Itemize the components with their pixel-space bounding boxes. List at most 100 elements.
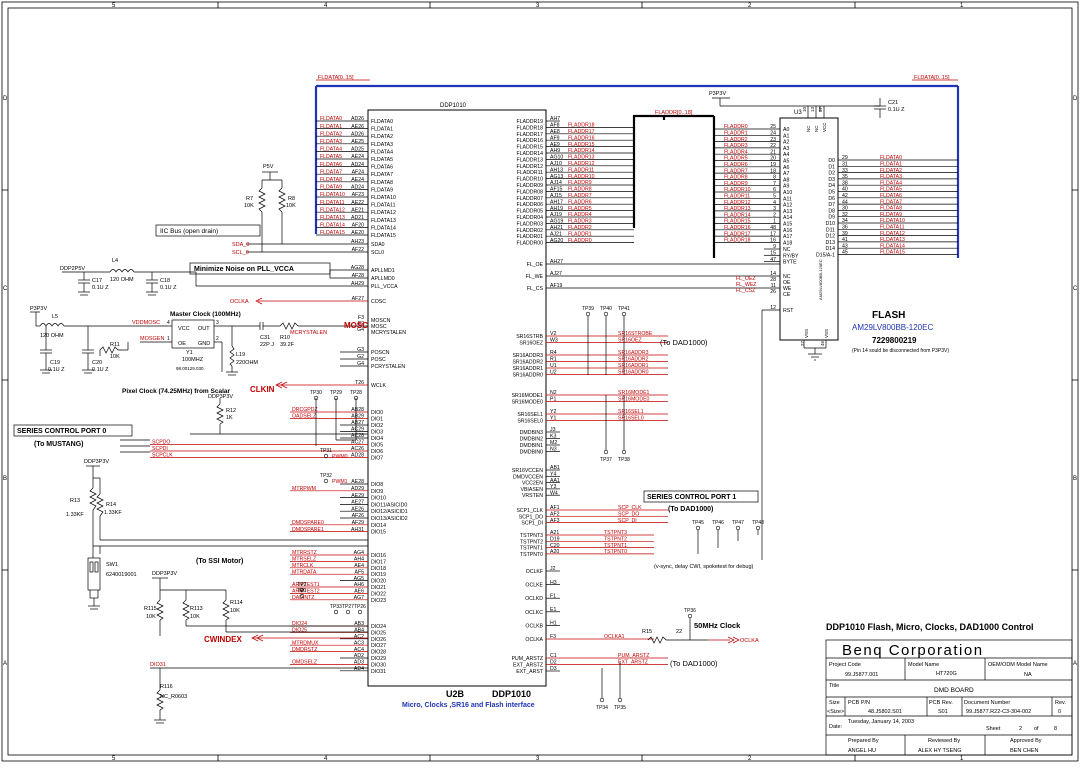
pll-note-box	[189, 262, 331, 275]
testpoint-circle	[687, 613, 693, 619]
c20-label: C20	[92, 360, 102, 366]
pin-num: 41	[842, 237, 848, 243]
dio-net: DRCGPDZ	[292, 407, 318, 413]
pin-ball: Y2	[550, 409, 556, 415]
pin-ball: G4	[357, 327, 364, 333]
testpoint-circle	[715, 525, 721, 531]
doc-num: 99.J5877.R22-C3-304-002	[966, 709, 1031, 715]
vddmosc-net: VDDMOSC	[132, 320, 160, 326]
pin-num: 48	[770, 225, 776, 231]
pin-name: VSS	[804, 329, 809, 338]
pin-ball: AB27	[351, 420, 364, 426]
pin-ball: J2	[550, 566, 556, 572]
pin-name: D11	[826, 227, 835, 233]
right-net: SCP_CLK	[618, 505, 642, 511]
pixel-clock-note: Pixel Clock (74.25MHz) from Scalar	[122, 388, 230, 395]
pin-name: A13	[783, 209, 792, 215]
testpoint-circle	[585, 311, 591, 317]
pin-name: DIO25	[371, 630, 386, 636]
pin-ball: AH19	[550, 206, 563, 212]
r15-value: 22	[676, 629, 682, 635]
u3-addr-net: FLADDR2	[724, 137, 748, 143]
date-value: Tuesday, January 14, 2003	[848, 719, 914, 725]
pin-ball: AF20	[352, 223, 365, 229]
row-label: D	[1073, 96, 1078, 102]
right-net: SR16ADDR2	[618, 357, 649, 363]
pin-name: NC	[783, 247, 791, 253]
pin-ball: G3	[357, 347, 364, 353]
pin-name: DIO5	[371, 443, 383, 449]
pin-name: POSCN	[371, 350, 390, 356]
pin-name: DIO7	[371, 456, 383, 462]
pin-ball: G2	[357, 354, 364, 360]
testpoint-label: TP31	[320, 448, 332, 454]
pin-name: FLDATA2	[371, 134, 393, 140]
pin-name: DIO23	[371, 598, 386, 604]
pin-name: DIO20	[371, 579, 386, 585]
to-dad-note-1: (To DAD1000)	[660, 338, 708, 347]
testpoint-circle	[603, 311, 609, 317]
pwm1-net: PWM1	[332, 479, 348, 485]
pin-name: FL_WE	[526, 274, 544, 280]
pin-name: D8	[828, 208, 835, 214]
osc-vcc: VCC	[178, 326, 190, 332]
u3-data-net: FLDATA15	[880, 250, 905, 256]
pin-name: NC	[806, 125, 811, 132]
fladdr-net: FLADDR2	[568, 225, 592, 231]
pin-num: 31	[842, 162, 848, 168]
c19-label: C19	[50, 360, 60, 366]
pin-name: SR16MODE1	[512, 393, 544, 399]
r8-value: 10K	[286, 203, 296, 209]
pin-name: APLLMD1	[371, 268, 395, 274]
pin-ball: AJ19	[550, 212, 562, 218]
fldata-net: FLDATA1	[320, 124, 342, 130]
pin-num: 19	[770, 162, 776, 168]
u3-addr-net: FLADDR12	[724, 200, 751, 206]
testpoint-circle	[621, 311, 627, 317]
fldata-bus-label-left: FLDATA[0..15]	[318, 75, 354, 81]
pin-name: SCL0	[371, 250, 384, 256]
pin-ball: AD29	[351, 486, 364, 492]
r12-label: R12	[226, 408, 236, 414]
row-label: B	[3, 476, 7, 482]
l5-label: L5	[52, 314, 58, 320]
cwindex-arrow	[251, 634, 368, 642]
dio-net: MTRCLK	[292, 563, 314, 569]
pin-name: MOSC	[371, 324, 387, 330]
pin-ball: AA1	[550, 478, 560, 484]
pin-ball: AC28	[351, 433, 364, 439]
pin-name: FLADDR12	[516, 164, 543, 170]
pin-num: 13	[810, 106, 815, 112]
r116-label: R116	[160, 684, 173, 690]
u3-addr-net: FLADDR1	[724, 131, 748, 137]
pin-name: VSS	[824, 329, 829, 338]
pin-name: VRSTEN	[522, 493, 543, 499]
oclka-out-arrow	[708, 636, 740, 644]
u3-data-net: FLDATA8	[880, 206, 902, 212]
c18-label: C18	[160, 278, 170, 284]
dio-nets-left	[120, 398, 357, 453]
r113-label: R113	[190, 606, 203, 612]
pin-ball: AD4	[354, 666, 364, 672]
oem-value: NA	[1024, 672, 1032, 678]
u3-side-label: AM29LV800BB-120EC	[818, 259, 823, 300]
testpoint-circle	[617, 697, 623, 703]
u3-addr-net: FLADDR3	[724, 143, 748, 149]
pin-name: A7	[783, 171, 789, 177]
pin-ball: AH31	[351, 527, 364, 533]
pin-ball: AH29	[351, 281, 364, 287]
c17-label: C17	[92, 278, 102, 284]
u3-ref: U3	[794, 110, 802, 116]
pin-ball: N2	[550, 390, 557, 396]
r116-value: NC_R0603	[160, 694, 187, 700]
testpoint-label: TP37	[600, 457, 612, 463]
pin-ball: AG10	[550, 155, 563, 161]
pin-name: DMDBIN1	[520, 443, 543, 449]
pin-name: SR16ADDR3	[512, 353, 543, 359]
series1-box	[643, 490, 759, 503]
col-label: 3	[536, 756, 540, 762]
pin-name: D15/A-1	[816, 253, 835, 259]
pin-name: A10	[783, 190, 792, 196]
